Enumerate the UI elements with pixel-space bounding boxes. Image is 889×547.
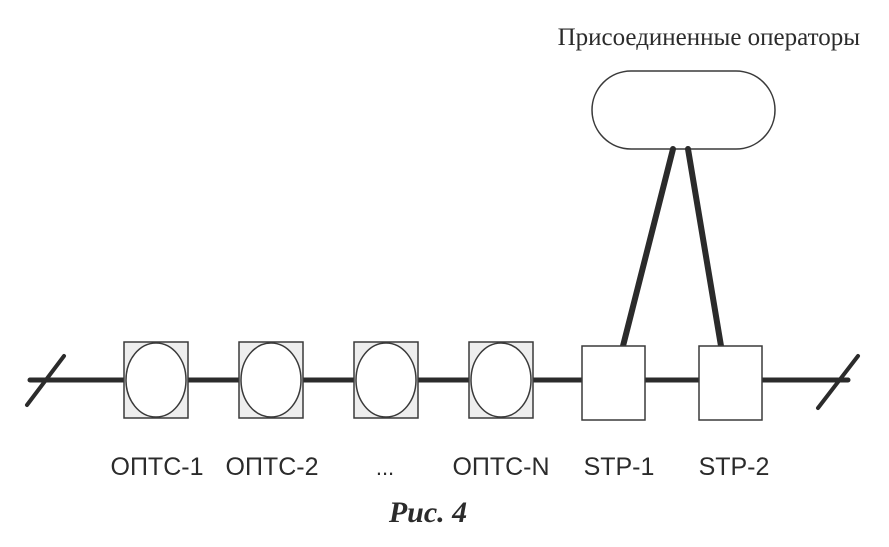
- link-stp-2: [685, 146, 724, 349]
- node-optc-ellipsis: [353, 341, 419, 419]
- node-stp-2: [698, 345, 763, 421]
- bus-end-left: [25, 354, 66, 407]
- figure-caption: Рис. 4: [388, 496, 467, 529]
- node-optc-1: [123, 341, 189, 419]
- operators-cloud: [591, 70, 776, 150]
- label-stp-1: STP-1: [584, 453, 655, 481]
- label-stp-2: STP-2: [699, 453, 770, 481]
- label-ellipsis: ...: [376, 455, 394, 480]
- node-stp-1: [581, 345, 646, 421]
- operators-label: Присоединенные операторы: [558, 24, 861, 51]
- label-optc-n: ОПТС-N: [452, 453, 549, 481]
- label-optc-2: ОПТС-2: [226, 453, 319, 481]
- label-optc-1: ОПТС-1: [111, 453, 204, 481]
- bus-end-right: [816, 354, 860, 410]
- node-optc-2: [238, 341, 304, 419]
- node-optc-n: [468, 341, 534, 419]
- link-stp-1: [620, 146, 676, 349]
